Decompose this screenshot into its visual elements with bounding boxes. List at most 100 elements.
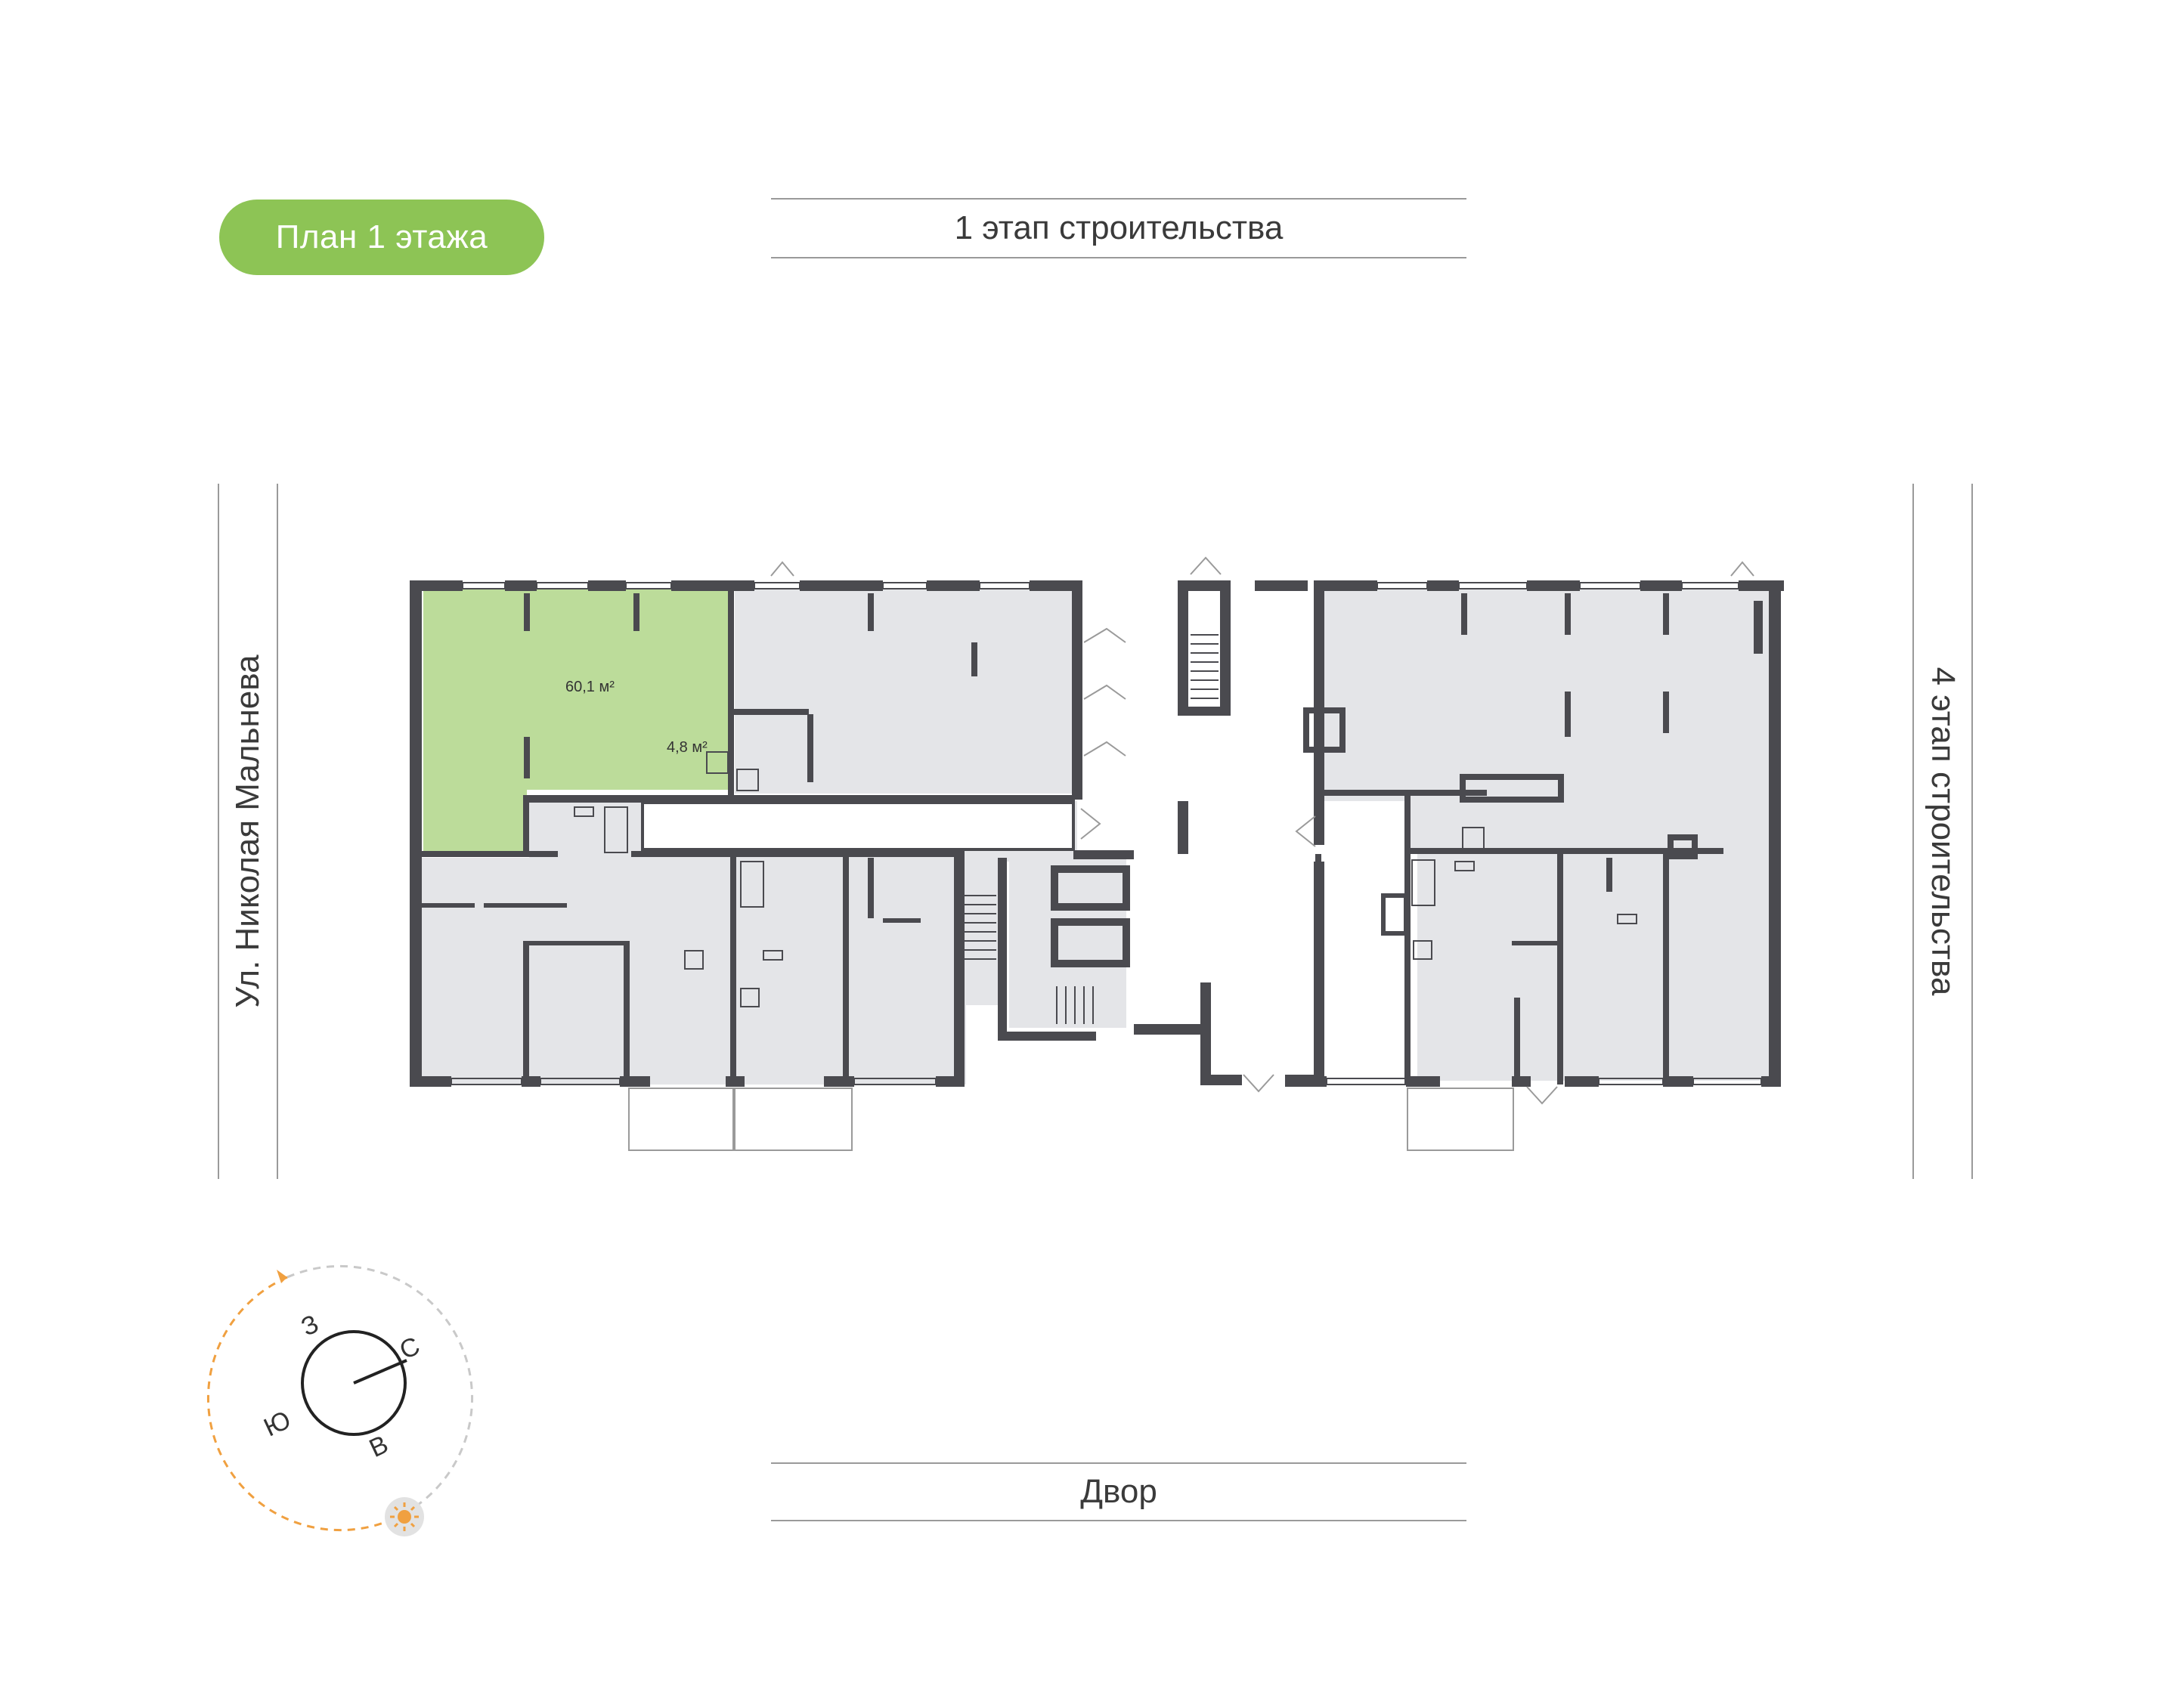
wall-east-top-4	[1640, 580, 1682, 591]
wall-partition-v1	[728, 589, 734, 801]
wall-east-stub-1	[1461, 593, 1467, 635]
door-4	[1080, 808, 1101, 840]
label-street: Ул. Николая Мальнева	[218, 484, 278, 1179]
wall-east-stub-2	[1565, 593, 1571, 635]
wall-stub-3	[868, 593, 874, 631]
balcony-2	[734, 1088, 853, 1151]
wall-west-top-1	[410, 580, 463, 591]
door-9	[1243, 1074, 1274, 1093]
window-e4	[1681, 582, 1739, 589]
stove-2	[740, 988, 760, 1007]
wall-west-bottom-1	[410, 1076, 451, 1087]
room-commercial-east-top[interactable]	[1324, 589, 1776, 801]
fixtures	[574, 751, 1637, 1007]
wall-stub-5	[971, 642, 977, 676]
sun-icon	[398, 1510, 411, 1524]
stair-north	[1191, 634, 1219, 699]
wall-east-h1	[1324, 790, 1487, 796]
wall-east-bottom-5	[1663, 1076, 1693, 1087]
wall-partition-h5	[422, 903, 475, 908]
shower-1	[706, 751, 729, 774]
windows	[451, 582, 1762, 1085]
wall-lift-2	[1051, 918, 1130, 967]
wall-east-v1	[1404, 794, 1411, 1085]
wall-east-bottom-1	[1285, 1076, 1327, 1087]
wall-stub-7	[729, 709, 809, 715]
window-eb1	[1326, 1078, 1407, 1085]
window-eb3	[1692, 1078, 1762, 1085]
wall-core-bottom-2	[1200, 982, 1211, 1085]
compass-ring	[301, 1330, 407, 1436]
window-w1	[462, 582, 506, 589]
door-8	[1730, 561, 1754, 577]
wall-east-h2	[1406, 848, 1723, 854]
wall-east-stub-13	[1381, 893, 1408, 936]
room-apartment-east-1[interactable]	[1417, 854, 1561, 1081]
wall-partition-h3	[422, 851, 558, 857]
wall-east-stub-4	[1565, 692, 1571, 737]
stairs	[962, 634, 1219, 1024]
wall-stub-4	[524, 737, 530, 778]
sink-4	[1617, 914, 1637, 924]
wall-stub-8	[868, 858, 874, 918]
wall-east-v4	[1315, 854, 1321, 945]
room-apartment-3[interactable]	[831, 858, 958, 1085]
room-commercial-west-top[interactable]	[735, 589, 1076, 794]
wall-partition-v3	[523, 941, 529, 1085]
wall-stair-right	[1220, 580, 1231, 709]
wall-stub-6	[807, 714, 813, 782]
compass-needle	[353, 1359, 407, 1385]
room-commercial-east-mid[interactable]	[1493, 801, 1776, 854]
wall-west-top-4	[671, 580, 754, 591]
window-w2	[536, 582, 589, 589]
wall-east-stub-3	[1663, 593, 1669, 635]
sink-2	[763, 950, 783, 961]
room-apartment-east-3[interactable]	[1686, 854, 1776, 1081]
wall-west-top-2	[505, 580, 537, 591]
wall-west-top-7	[1030, 580, 1082, 591]
wall-east-stub-7	[1303, 707, 1346, 753]
floor-badge[interactable]: План 1 этажа	[219, 200, 544, 275]
sink-3	[1454, 861, 1475, 871]
window-e3	[1579, 582, 1641, 589]
wall-west-bottom-5	[824, 1076, 854, 1087]
stove-3	[1413, 940, 1432, 960]
room-elevator-hall[interactable]	[1009, 854, 1126, 1028]
door-6	[1190, 556, 1222, 575]
area-label-bathroom: 4,8 м²	[667, 739, 708, 756]
wall-partition-h8	[883, 918, 921, 923]
wall-stair-bottom	[1178, 707, 1231, 716]
wall-east-bottom-4	[1565, 1076, 1599, 1087]
wall-partition-v6	[843, 854, 849, 1085]
door-10	[1526, 1086, 1558, 1105]
room-east-bath[interactable]	[1406, 794, 1497, 854]
stair-south	[1056, 986, 1094, 1024]
balconies	[628, 1088, 1514, 1151]
door-3	[1083, 741, 1126, 757]
wall-core-top	[1255, 580, 1308, 591]
wall-stub-2	[633, 593, 639, 631]
window-w4	[754, 582, 801, 589]
compass	[206, 1264, 474, 1536]
door-7	[770, 561, 794, 577]
central-corridor	[641, 801, 1075, 851]
wall-lift-1	[1051, 865, 1130, 911]
wall-east-stub-10	[1512, 941, 1557, 945]
label-courtyard-text: Двор	[1080, 1473, 1157, 1510]
label-courtyard: Двор	[771, 1462, 1466, 1521]
door-1	[1083, 627, 1126, 643]
wall-west-right-upper	[1072, 580, 1082, 800]
window-w5	[882, 582, 927, 589]
wall-stair-2-bottom	[998, 1032, 1096, 1041]
window-e2	[1458, 582, 1528, 589]
sink-1	[574, 806, 594, 817]
sun-path-solid	[206, 1276, 394, 1532]
label-stage-1-text: 1 этап строительства	[954, 209, 1284, 246]
window-eb2	[1598, 1078, 1664, 1085]
wall-east-v3	[1663, 854, 1669, 1085]
wall-east-bottom-2	[1406, 1076, 1440, 1087]
wall-east-stub-11	[1514, 998, 1520, 1081]
highlighted-unit[interactable]	[423, 589, 732, 851]
window-w6	[979, 582, 1030, 589]
window-e1	[1376, 582, 1428, 589]
